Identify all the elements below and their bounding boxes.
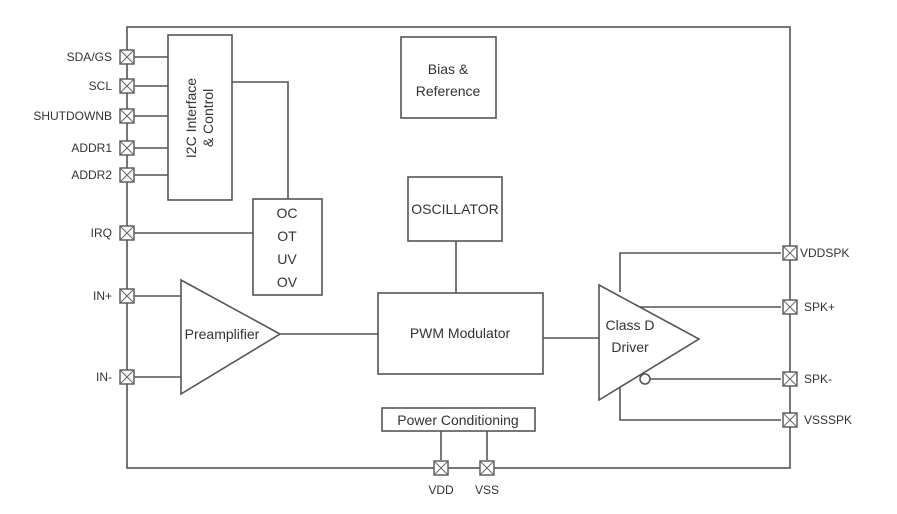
pin-scl-icon <box>119 78 135 94</box>
protection-block <box>252 198 323 296</box>
pin-label-sda-gs: SDA/GS <box>67 50 112 64</box>
protection-ov: OV <box>277 274 298 290</box>
i2c-label-line2: & Control <box>200 89 216 147</box>
pin-sda-gs-icon <box>119 49 135 65</box>
power-conditioning-block <box>381 407 536 432</box>
pin-label-vddspk: VDDSPK <box>800 246 849 260</box>
oscillator-label: OSCILLATOR <box>411 201 498 217</box>
pin-addr1-icon <box>119 140 135 156</box>
pin-label-irq: IRQ <box>91 226 112 240</box>
pin-label-addr2: ADDR2 <box>71 168 112 182</box>
pwm-label: PWM Modulator <box>410 325 511 341</box>
wire-vssspk <box>619 385 781 421</box>
pin-label-spk-plus: SPK+ <box>804 300 835 314</box>
protection-oc: OC <box>277 205 298 221</box>
pin-label-spk-minus: SPK- <box>804 372 832 386</box>
pin-spk-plus-icon <box>782 299 798 315</box>
classd-label-line2: Driver <box>611 339 649 355</box>
inverter-bubble-icon <box>639 373 651 385</box>
pin-label-shutdownb: SHUTDOWNB <box>33 109 112 123</box>
pin-in-minus-icon <box>119 369 135 385</box>
pin-irq-icon <box>119 225 135 241</box>
wire-vddspk <box>619 252 781 292</box>
pin-label-vdd: VDD <box>428 483 454 497</box>
pin-vssspk-icon <box>782 412 798 428</box>
oscillator-block <box>407 176 503 242</box>
pin-addr2-icon <box>119 167 135 183</box>
pin-vdd-icon <box>433 460 449 476</box>
protection-ot: OT <box>277 228 297 244</box>
bias-label-line1: Bias & <box>428 61 469 77</box>
wire-i2c-protection <box>232 81 289 199</box>
pin-vss-icon <box>479 460 495 476</box>
pin-in-plus-icon <box>119 288 135 304</box>
pin-label-scl: SCL <box>89 79 113 93</box>
pins-group <box>119 49 798 476</box>
preamplifier-label: Preamplifier <box>185 326 260 342</box>
pin-shutdownb-icon <box>119 108 135 124</box>
pin-label-in-minus: IN- <box>96 370 112 384</box>
class-d-driver-block <box>598 283 701 402</box>
bias-label-line2: Reference <box>416 83 481 99</box>
pwm-modulator-block <box>377 292 544 375</box>
pin-label-in-plus: IN+ <box>93 289 112 303</box>
i2c-label-line1: I2C Interface <box>183 78 199 158</box>
protection-uv: UV <box>277 251 297 267</box>
pin-spk-minus-icon <box>782 371 798 387</box>
pin-vddspk-icon <box>782 245 798 261</box>
bias-reference-block <box>400 36 497 119</box>
preamplifier-block <box>180 278 282 396</box>
pin-label-vss: VSS <box>475 483 499 497</box>
pin-label-addr1: ADDR1 <box>71 141 112 155</box>
power-conditioning-label: Power Conditioning <box>397 412 518 428</box>
i2c-interface-block <box>167 34 233 201</box>
classd-label-line1: Class D <box>605 317 654 333</box>
pin-label-vssspk: VSSSPK <box>804 413 852 427</box>
